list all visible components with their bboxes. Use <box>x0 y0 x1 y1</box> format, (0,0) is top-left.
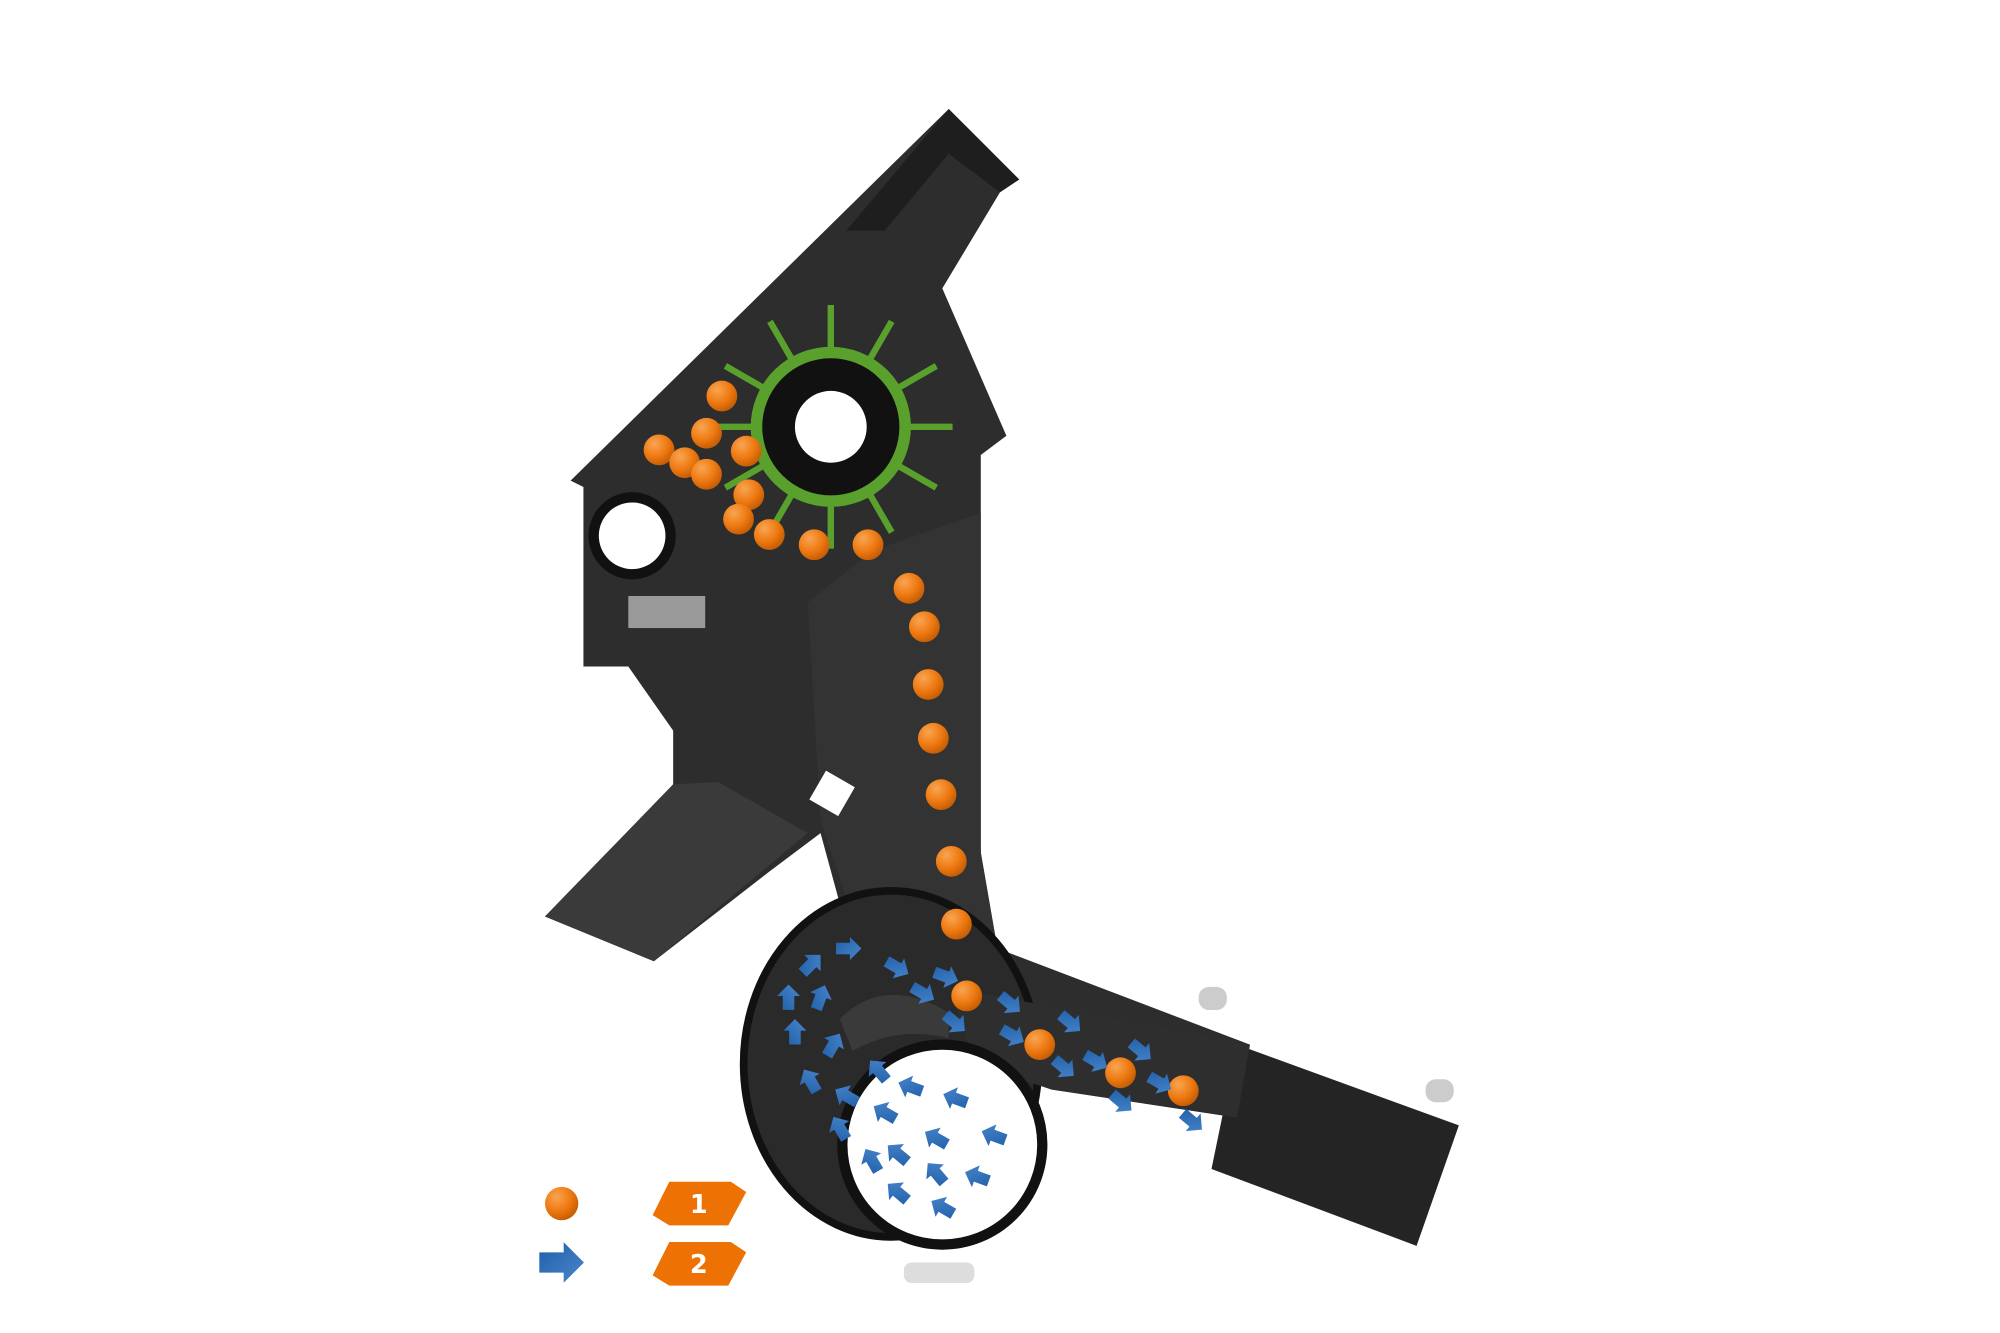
clip-2 <box>1425 1079 1454 1103</box>
seed-ball <box>1167 1075 1199 1107</box>
seed-ball-icon <box>544 1186 579 1221</box>
seed-rotor <box>709 305 953 549</box>
seed-ball <box>893 572 925 604</box>
shaft-opening-inner <box>598 502 666 570</box>
legend-label-1: 1 <box>690 1190 708 1220</box>
rotor-hub <box>794 390 867 463</box>
fan-inner-channel <box>839 994 949 1052</box>
seed-ball <box>917 722 949 754</box>
seed-ball <box>798 529 830 561</box>
seed-ball <box>691 458 722 490</box>
seed-ball <box>1105 1057 1136 1089</box>
legend-badge-2 <box>652 1241 747 1286</box>
seed-ball <box>1024 1029 1056 1060</box>
chute-panel <box>544 781 808 962</box>
seed-ball <box>941 908 972 940</box>
seed-ball <box>723 503 754 535</box>
seed-ball <box>706 380 738 412</box>
seed-ball <box>852 529 884 561</box>
legend-item-air: 2 <box>539 1241 747 1286</box>
clip-1 <box>1198 986 1227 1011</box>
housing <box>544 108 1459 1284</box>
seed-ball <box>730 435 762 467</box>
clip-3 <box>903 1262 975 1284</box>
spring-assembly <box>628 596 706 629</box>
legend: 1 2 <box>539 1181 747 1286</box>
seed-flow <box>643 380 1199 1107</box>
seed-ball <box>951 980 983 1012</box>
seed-ball <box>935 845 967 877</box>
outlet-tube <box>1211 1044 1459 1246</box>
legend-item-seed: 1 <box>544 1181 747 1226</box>
legend-badge-1 <box>652 1181 747 1226</box>
window-cutout <box>809 770 855 817</box>
seed-ball <box>925 779 957 811</box>
top-bracket <box>846 108 1020 231</box>
seed-ball <box>912 669 944 700</box>
seed-ball <box>908 611 940 643</box>
legend-label-2: 2 <box>690 1250 708 1280</box>
seed-ball <box>691 417 722 449</box>
seed-ball <box>733 479 765 511</box>
air-arrow-icon <box>539 1242 584 1283</box>
seed-ball <box>643 434 675 466</box>
seed-ball <box>753 519 785 550</box>
